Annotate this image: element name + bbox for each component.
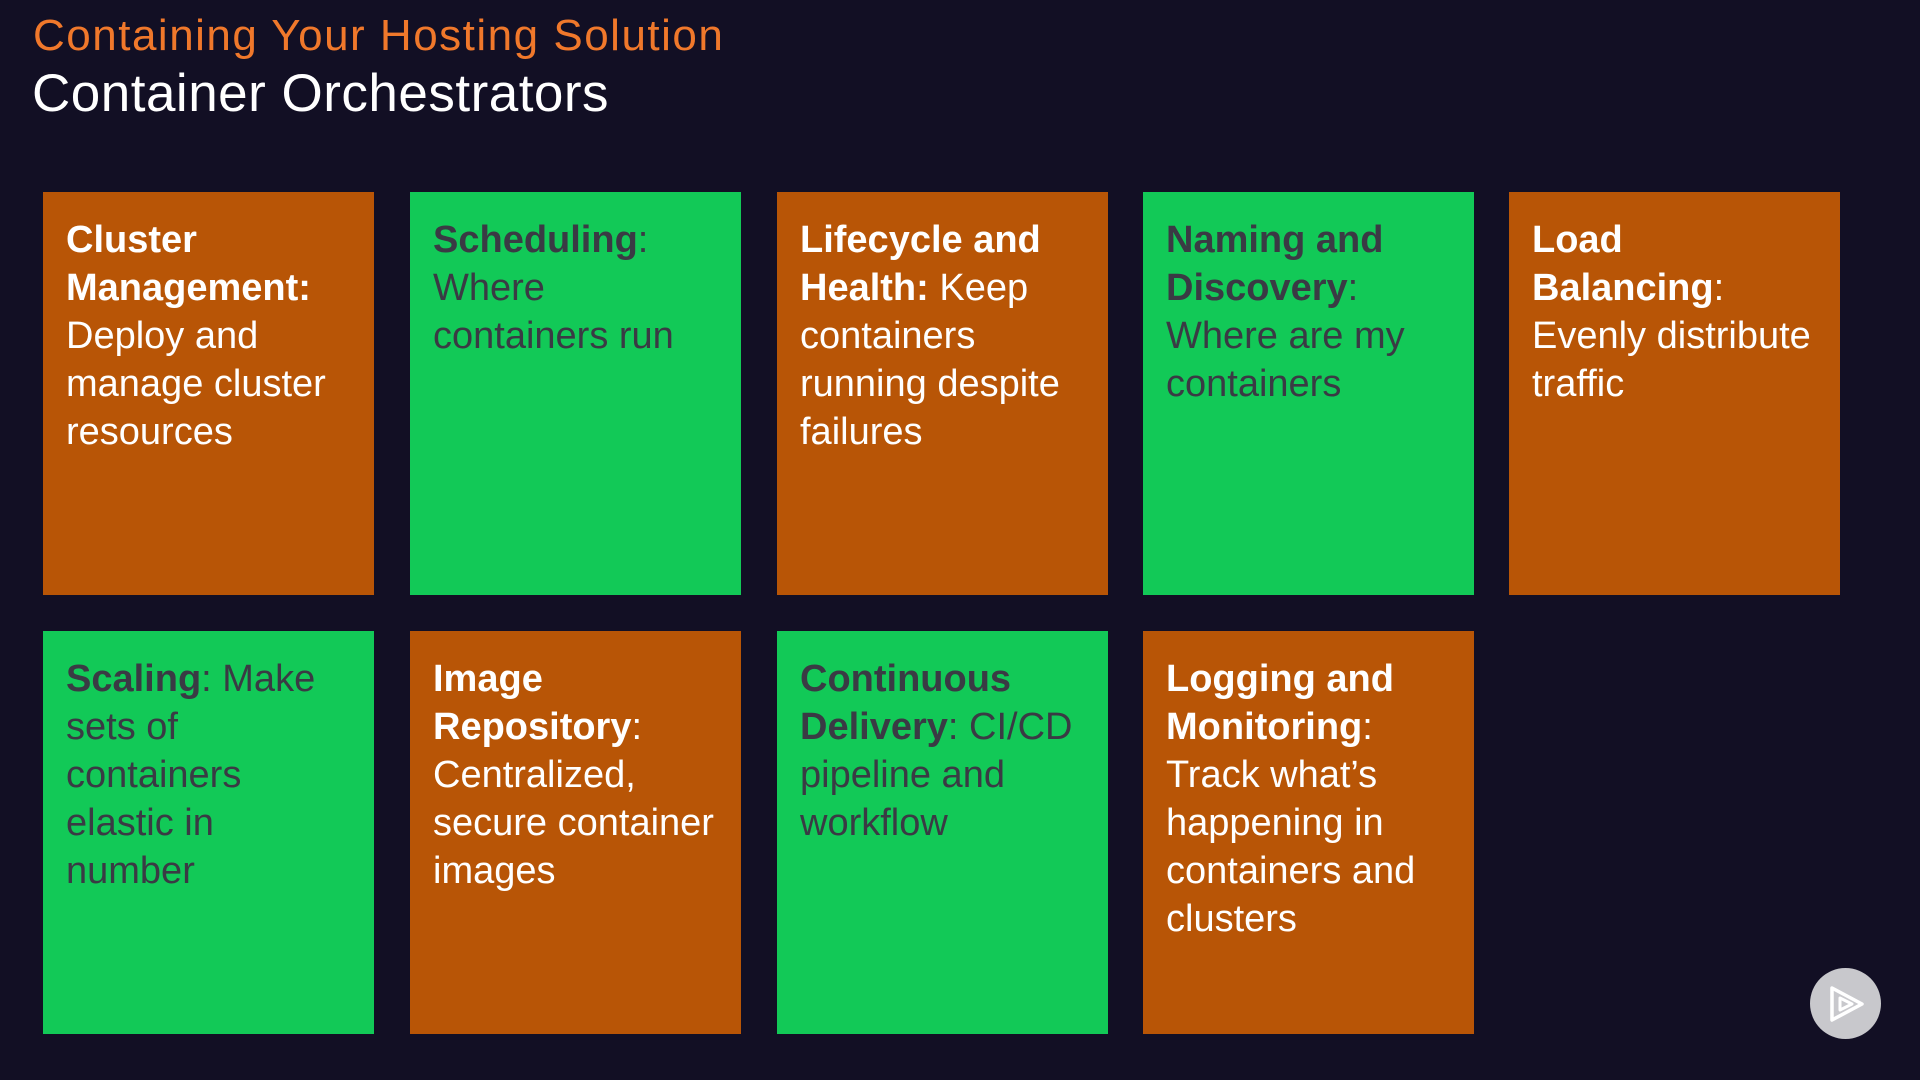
card-term: Scaling [66,658,202,700]
play-logo-button[interactable] [1810,968,1881,1039]
card-scheduling: Scheduling: Where containers run [410,192,741,595]
card-description: Evenly distribute traffic [1532,315,1811,405]
card-image-repository: Image Repository: Centralized, secure co… [410,631,741,1034]
slide-title: Container Orchestrators [32,64,610,123]
card-term: Cluster Management: [66,219,311,309]
card-load-balancing: Load Balancing: Evenly distribute traffi… [1509,192,1840,595]
card-naming-discovery: Naming and Discovery: Where are my conta… [1143,192,1474,595]
card-term: Load Balancing [1532,219,1714,309]
card-separator: : [201,658,212,700]
card-continuous-delivery: Continuous Delivery: CI/CD pipeline and … [777,631,1108,1034]
card-term: Lifecycle and Health: [800,219,1041,309]
card-logging-monitoring: Logging and Monitoring: Track what’s hap… [1143,631,1474,1034]
card-term: Image Repository [433,658,632,748]
card-description: Track what’s happening in containers and… [1166,754,1416,940]
card-term: Scheduling [433,219,638,261]
card-lifecycle-health: Lifecycle and Health: Keep containers ru… [777,192,1108,595]
card-description: CI/CD pipeline and workflow [800,706,1073,844]
card-separator: : [1347,267,1359,309]
card-description: Make sets of containers elastic in numbe… [66,658,316,892]
card-separator: : [637,219,649,261]
card-separator: : [1362,706,1373,748]
card-term: Continuous Delivery [800,658,1012,748]
card-separator: : [947,706,959,748]
card-term: Naming and Discovery [1166,219,1384,309]
card-cluster-management: Cluster Management: Deploy and manage cl… [43,192,374,595]
card-separator: : [631,706,643,748]
card-description: Where containers run [433,267,674,357]
card-separator: : [1713,267,1725,309]
card-description: Deploy and manage cluster resources [66,315,326,453]
card-description: Where are my containers [1166,315,1405,405]
card-description: Centralized, secure container images [433,754,714,892]
card-description: Keep containers running despite failures [800,267,1060,453]
card-term: Logging and Monitoring [1166,658,1394,748]
slide-kicker: Containing Your Hosting Solution [33,11,725,60]
play-logo-icon [1829,985,1864,1022]
card-scaling: Scaling: Make sets of containers elastic… [43,631,374,1034]
